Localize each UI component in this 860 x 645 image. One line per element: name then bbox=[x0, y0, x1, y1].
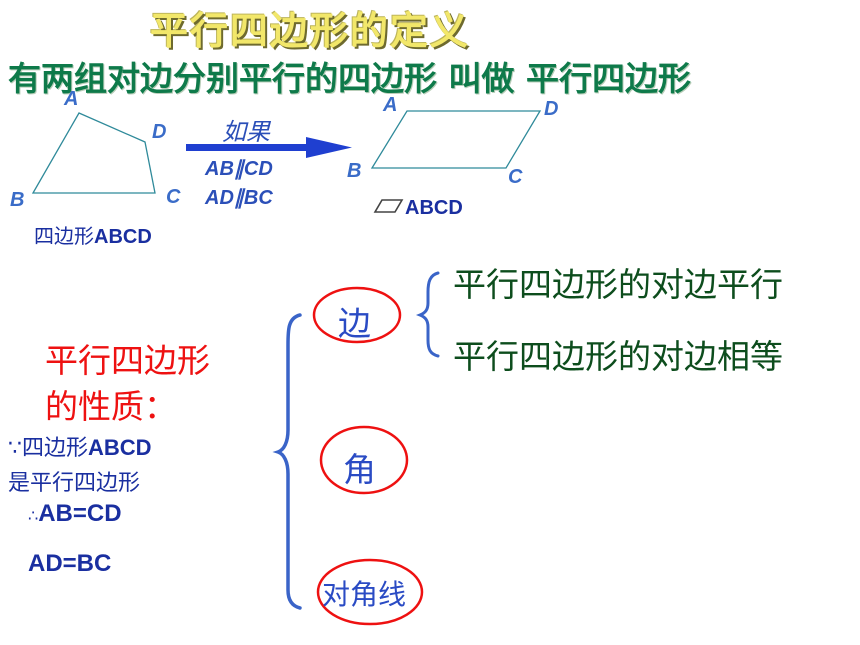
circle-angle bbox=[319, 425, 409, 495]
proof-line-is-parallelogram: 是平行四边形 bbox=[8, 471, 141, 496]
proof-line1-text: 四边形 bbox=[22, 436, 89, 461]
small-brace bbox=[415, 271, 440, 358]
definition-text: 有两组对边分别平行的四边形 叫做 平行四边形 bbox=[8, 59, 691, 98]
quad-caption-prefix: 四边形 bbox=[34, 224, 94, 248]
side-property-equal: 平行四边形的对边相等 bbox=[453, 337, 783, 376]
large-brace bbox=[272, 313, 302, 610]
para-vertex-b: B bbox=[347, 160, 362, 182]
category-angle: 角 bbox=[343, 450, 376, 489]
para-vertex-a: A bbox=[383, 94, 398, 116]
proof-line-therefore: ∴AB=CD bbox=[28, 500, 122, 528]
quad-caption-name: ABCD bbox=[94, 226, 152, 248]
quad-vertex-b: B bbox=[10, 189, 25, 211]
proof-ab-cd: AB=CD bbox=[38, 500, 122, 527]
quad-vertex-d: D bbox=[152, 121, 167, 143]
quad-caption: 四边形ABCD bbox=[34, 220, 152, 249]
slide-title: 平行四边形的定义 bbox=[150, 9, 471, 53]
category-diagonal: 对角线 bbox=[322, 578, 407, 611]
properties-heading-line1: 平行四边形 bbox=[45, 341, 210, 380]
therefore-symbol: ∴ bbox=[28, 506, 39, 525]
arrow-icon bbox=[186, 137, 352, 158]
condition-ad-bc: AD∥BC bbox=[205, 187, 273, 209]
arrow-label: 如果 bbox=[222, 118, 270, 146]
quad-vertex-c: C bbox=[166, 186, 181, 208]
para-vertex-c: C bbox=[508, 166, 523, 188]
because-symbol: ∵ bbox=[8, 436, 22, 461]
circle-side bbox=[312, 286, 402, 344]
properties-heading-line2: 的性质： bbox=[45, 387, 177, 426]
category-side: 边 bbox=[338, 304, 371, 343]
parallelogram-symbol-icon bbox=[373, 199, 404, 213]
parallelogram-symbol-label: ABCD bbox=[405, 197, 463, 219]
side-property-parallel: 平行四边形的对边平行 bbox=[453, 265, 783, 304]
circle-diagonal bbox=[316, 558, 424, 626]
quad-vertex-a: A bbox=[64, 88, 79, 110]
properties-heading: 平行四边形 的性质： bbox=[45, 338, 210, 430]
proof-ad-bc: AD=BC bbox=[28, 550, 112, 577]
parallelogram-shape bbox=[370, 110, 542, 169]
condition-ab-cd: AB∥CD bbox=[205, 158, 273, 180]
para-vertex-d: D bbox=[544, 98, 559, 120]
quadrilateral-shape bbox=[31, 112, 156, 194]
proof-line-because: ∵四边形ABCD bbox=[8, 430, 152, 462]
proof-line1-name: ABCD bbox=[88, 435, 152, 460]
